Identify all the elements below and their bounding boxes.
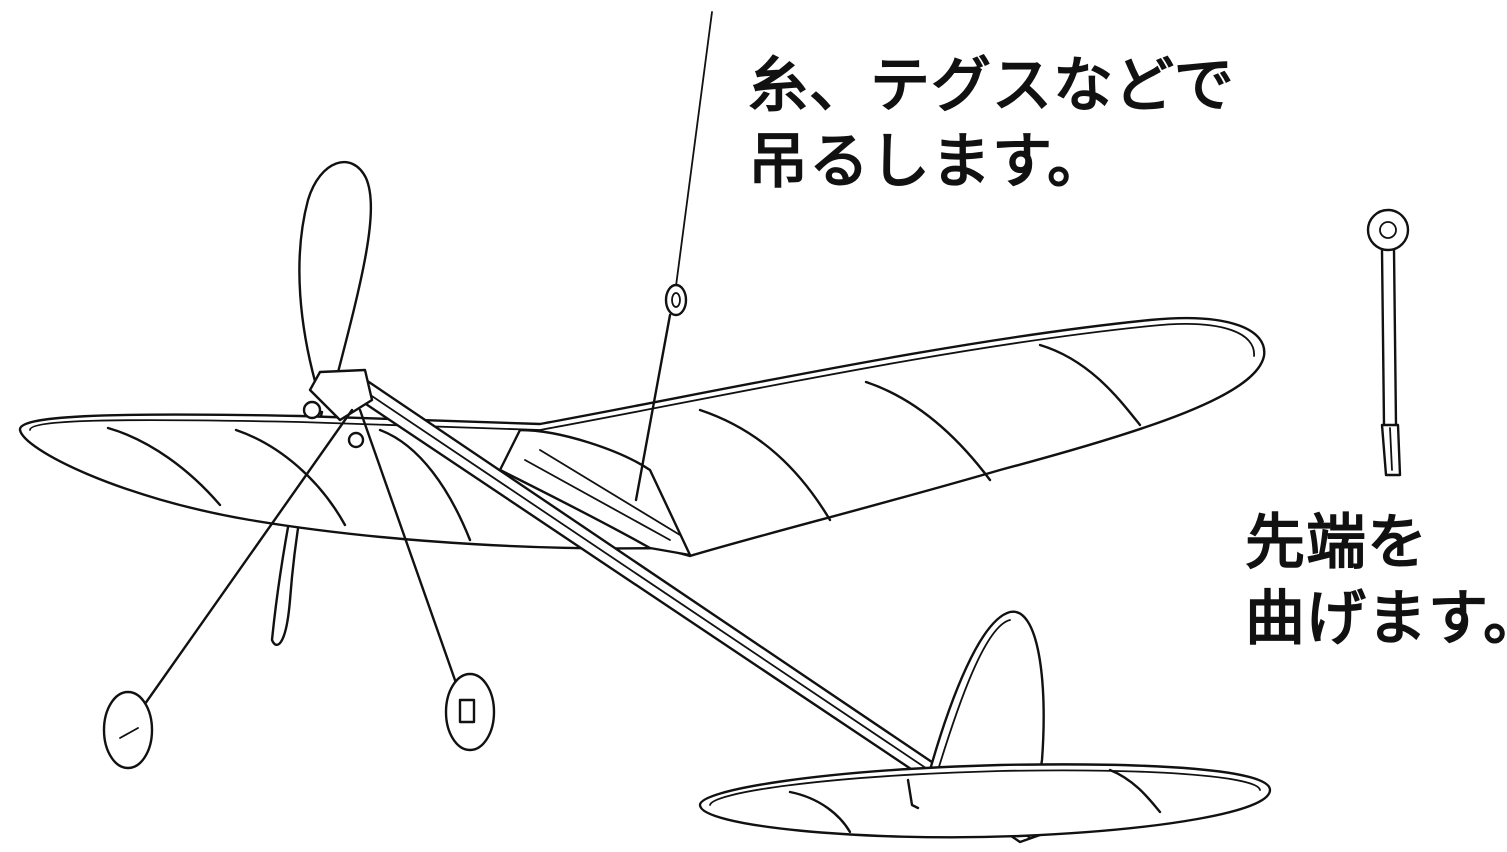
hanging-string — [675, 11, 713, 287]
hanger-wire — [634, 283, 688, 502]
stab-rib — [1108, 768, 1162, 814]
wing-rib — [864, 380, 992, 482]
hang-instruction-line1: 糸、テグスなどで — [748, 51, 1235, 121]
hang-instruction-line2: 吊るします。 — [748, 127, 1108, 197]
hang-instruction: 糸、テグスなどで 吊るします。 — [748, 48, 1235, 200]
wing-rib — [106, 426, 222, 507]
bend-instruction: 先端を 曲げます。 — [1245, 505, 1507, 657]
wing-rib — [378, 428, 472, 542]
wing-rib — [698, 408, 832, 522]
nose-block — [302, 368, 374, 449]
bend-instruction-line2: 曲げます。 — [1245, 584, 1507, 654]
landing-gear — [102, 408, 496, 770]
tail-fin — [928, 610, 1045, 802]
stabilizer — [698, 763, 1272, 839]
main-wing — [18, 316, 1266, 558]
hanger-part — [1366, 208, 1410, 477]
wing-rib — [234, 428, 347, 527]
bend-instruction-line1: 先端を — [1245, 508, 1428, 578]
stab-rib — [788, 790, 852, 834]
wing-rib — [1038, 343, 1142, 427]
